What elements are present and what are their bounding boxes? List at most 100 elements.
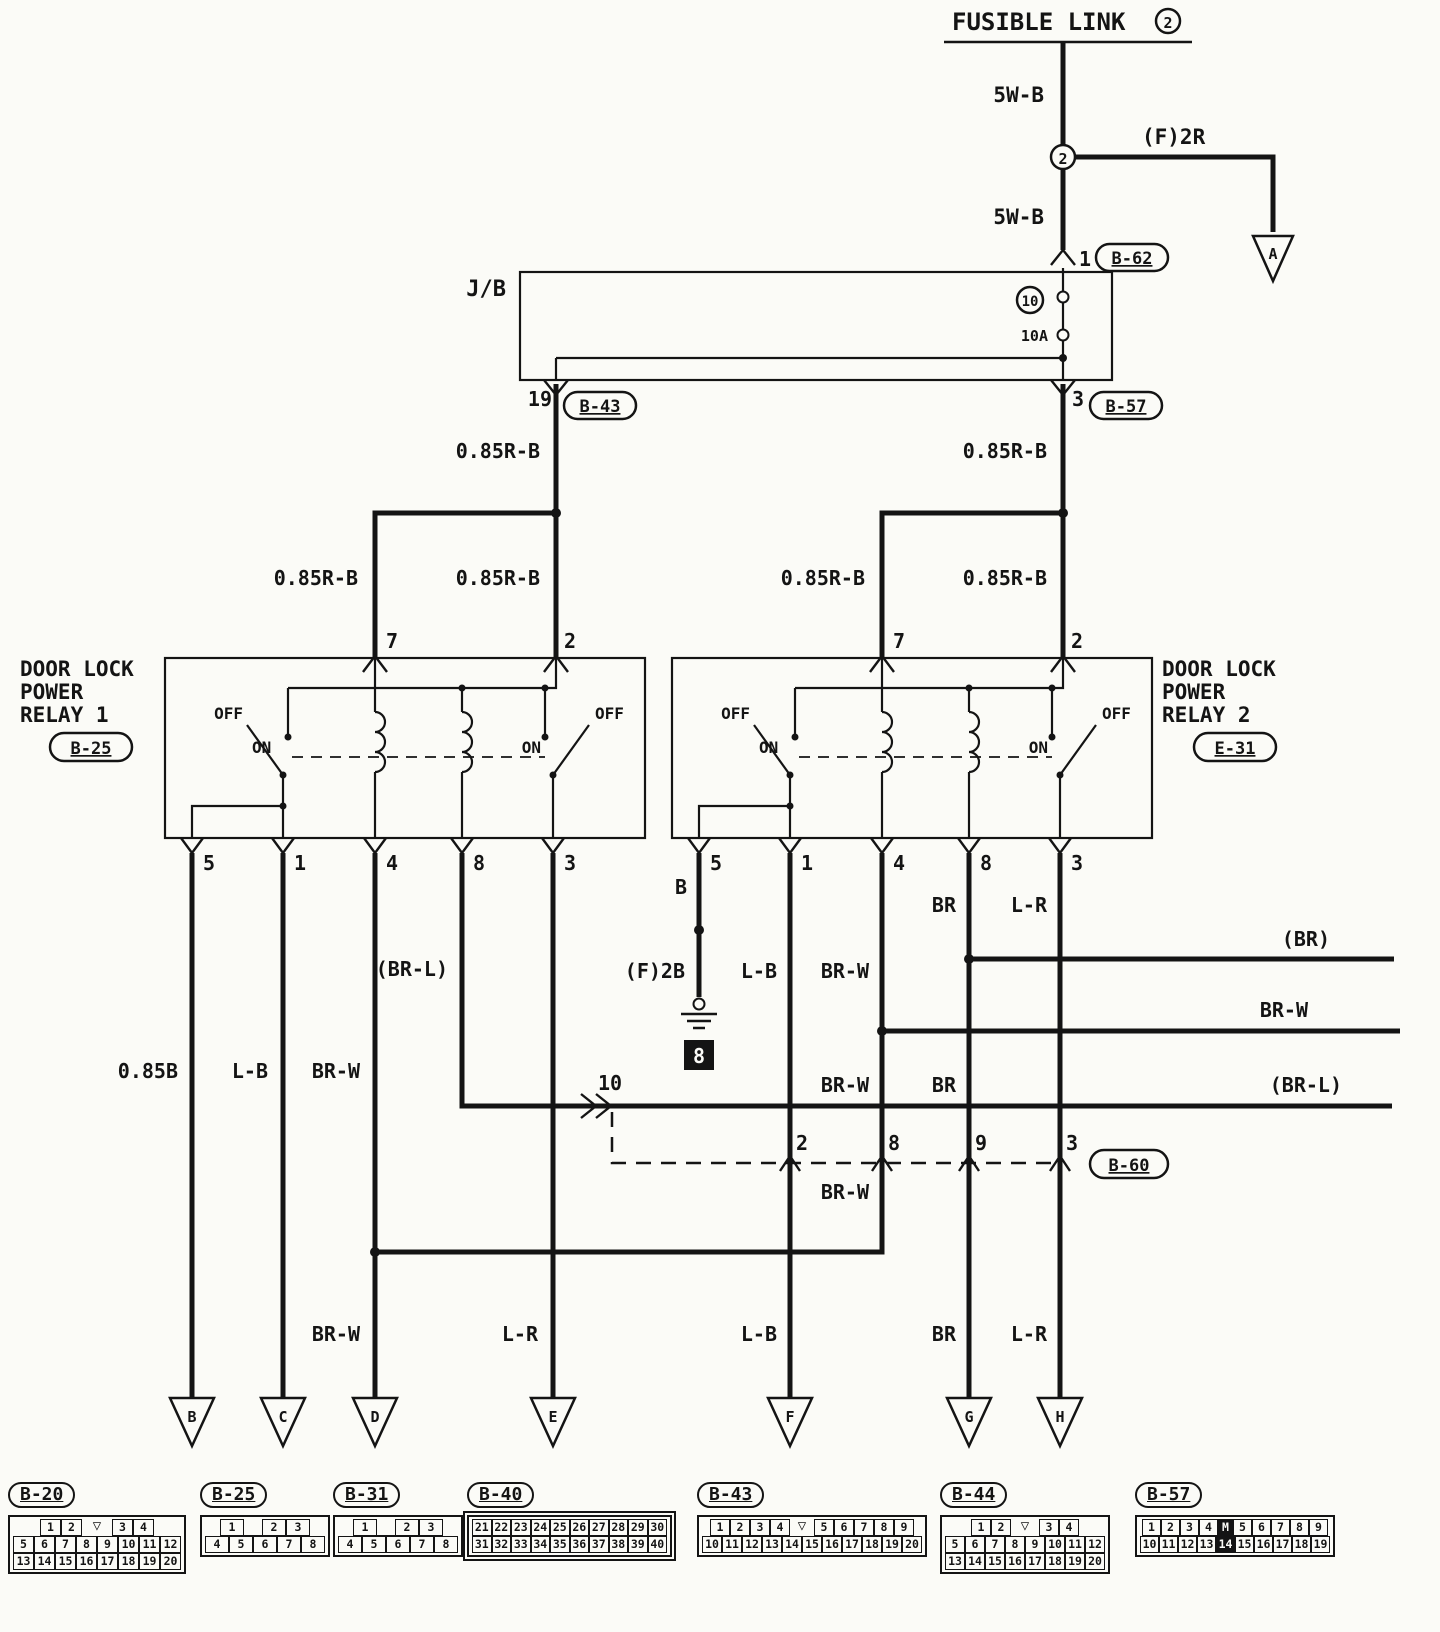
wire-label: (F)2B xyxy=(625,959,685,983)
wire-label: (BR-L) xyxy=(1270,1073,1342,1097)
wire-label: 0.85B xyxy=(118,1059,178,1083)
pin-cell: 17 xyxy=(842,1536,862,1553)
pin-cell: 15 xyxy=(55,1553,76,1570)
pin-cell: 28 xyxy=(608,1519,628,1536)
pin-cell: 2 xyxy=(1161,1519,1180,1536)
connector-pinout-label: B-31 xyxy=(333,1482,401,1508)
connector-arrow-icon xyxy=(1050,248,1076,266)
pin-cell: 5 xyxy=(362,1536,386,1553)
pin-cell: 6 xyxy=(34,1536,55,1553)
pin-cell: 1 xyxy=(353,1519,377,1536)
splice-dot xyxy=(694,925,704,935)
wire-label: BR-W xyxy=(821,1180,870,1204)
pin-number: 8 xyxy=(888,1131,900,1155)
wire-label: BR-W xyxy=(312,1059,361,1083)
pin-cell: 5 xyxy=(13,1536,34,1553)
pin-number: 3 xyxy=(1066,1131,1078,1155)
destination-triangle xyxy=(351,1396,399,1450)
pin-cell: 18 xyxy=(1045,1553,1065,1570)
pin-cell: 25 xyxy=(550,1519,570,1536)
connector-pinout-label: B-57 xyxy=(1135,1482,1203,1508)
connector-ref: E-31 xyxy=(1215,739,1256,759)
wire-label: 5W-B xyxy=(993,205,1044,229)
relay2-output-wiring: B (F)2B 8 L-B L-B BR-W BR-W BR-W BR-W BR… xyxy=(375,853,1400,1398)
pin-cell: 7 xyxy=(854,1519,874,1536)
pin-cell: 9 xyxy=(97,1536,118,1553)
jb-internal-wires xyxy=(554,356,1065,380)
relay1-title: DOOR LOCK POWER RELAY 1 B-25 xyxy=(20,657,134,763)
relay-name-line: POWER xyxy=(20,680,84,704)
pin-cell: 23 xyxy=(511,1519,531,1536)
relay-name-line: DOOR LOCK xyxy=(1162,657,1276,681)
relay-name-line: POWER xyxy=(1162,680,1226,704)
pin-cell: 13 xyxy=(945,1553,965,1570)
junction-block-label: J/B xyxy=(466,277,506,302)
connector-ref-oval xyxy=(1192,731,1278,763)
connector-ref-oval xyxy=(1094,242,1170,273)
pin-cell: 3 xyxy=(750,1519,770,1536)
pin-cell: 11 xyxy=(139,1536,160,1553)
pin-cell: 24 xyxy=(530,1519,550,1536)
pin-cell: 8 xyxy=(874,1519,894,1536)
pin-cell: 4 xyxy=(1059,1519,1079,1536)
pin-number: 1 xyxy=(1079,247,1091,271)
pin-cell: 4 xyxy=(133,1519,154,1536)
pin-cell: 16 xyxy=(76,1553,97,1570)
connector-pinout-label: B-25 xyxy=(200,1482,268,1508)
ground-ref-box xyxy=(684,1040,714,1070)
destination-letter: E xyxy=(548,1408,557,1426)
pin-cell: 37 xyxy=(589,1536,609,1553)
wire-label: B xyxy=(675,875,687,899)
pin-cell: 7 xyxy=(1271,1519,1290,1536)
pin-cell: 17 xyxy=(1025,1553,1045,1570)
pin-cell: 36 xyxy=(569,1536,589,1553)
ground-terminal xyxy=(692,997,706,1011)
pin-cell: 13 xyxy=(762,1536,782,1553)
pin-cell: 2 xyxy=(991,1519,1011,1536)
wire-label: BR xyxy=(932,1073,957,1097)
splice-number: 2 xyxy=(1058,150,1067,168)
destination-triangle xyxy=(1251,234,1295,285)
connector-arrow-icon xyxy=(779,1153,801,1172)
pin-cell: 19 xyxy=(1065,1553,1085,1570)
relay1-output-wiring: 0.85B L-B BR-W BR-W (BR-L) 10 (BR-L) L-R xyxy=(118,853,1392,1398)
wire-label: L-R xyxy=(502,1322,539,1346)
pin-cell: 40 xyxy=(647,1536,667,1553)
circled-number xyxy=(1154,7,1182,35)
pin-cell: 30 xyxy=(647,1519,667,1536)
pin-cell: 12 xyxy=(1085,1536,1105,1553)
pin-cell: 6 xyxy=(253,1536,277,1553)
wire-label: (BR) xyxy=(1282,927,1330,951)
pin-cell: 20 xyxy=(1085,1553,1105,1570)
pin-cell: 6 xyxy=(1252,1519,1271,1536)
wire-label: L-R xyxy=(1011,893,1048,917)
pin-cell: 3 xyxy=(1039,1519,1059,1536)
pin-cell: 5 xyxy=(814,1519,834,1536)
pin-cell: 9 xyxy=(1025,1536,1045,1553)
pin-cell: 35 xyxy=(550,1536,570,1553)
wire-label: L-R xyxy=(1011,1322,1048,1346)
ground-ref-number: 8 xyxy=(693,1044,705,1068)
connector-arrow-icon xyxy=(958,1153,980,1172)
fuse-terminal xyxy=(1056,328,1070,342)
pin-cell xyxy=(244,1527,262,1536)
pin-cell: 5 xyxy=(1233,1519,1252,1536)
pin-cell: 1 xyxy=(220,1519,244,1536)
pin-cell: 19 xyxy=(1311,1536,1330,1553)
pin-cell: 14 xyxy=(965,1553,985,1570)
pin-cell: 14 xyxy=(782,1536,802,1553)
fuse-terminal xyxy=(1056,290,1070,304)
connector-ref: B-60 xyxy=(1109,1156,1150,1176)
wire-label: BR xyxy=(932,1322,957,1346)
